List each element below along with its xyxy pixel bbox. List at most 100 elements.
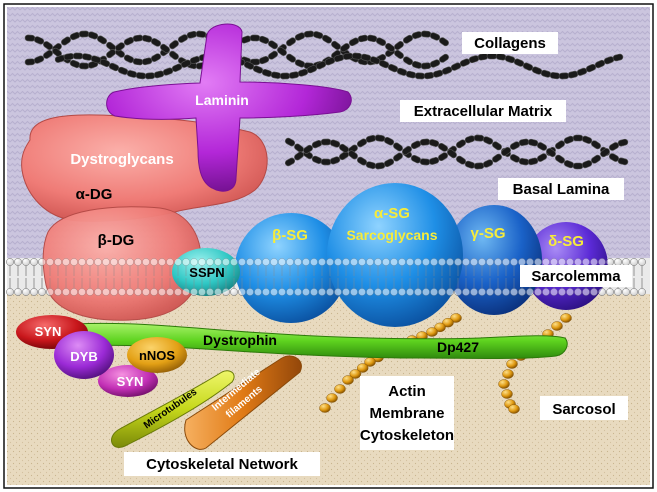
collagen-link [581,135,593,144]
collagen-link [249,34,261,42]
collagen-link [572,134,584,142]
collagen-link [279,72,291,80]
collagen-link [72,52,84,60]
actin-label-line1: Actin [388,383,426,400]
collagen-link [473,134,485,142]
alpha-sg-label: α-SG [374,205,410,222]
collagen-link [383,158,395,167]
collagen-link [419,158,431,166]
collagen-link [546,148,556,158]
collagen-link [420,30,432,38]
collagen-link [284,137,296,147]
collagen-link [303,30,315,38]
collagen-link [438,152,448,162]
collagen-link [106,49,116,59]
alpha-dg-label: α-DG [76,186,113,203]
collagen-link [144,72,156,80]
collagen-link [383,137,395,146]
collagen-link [482,136,494,145]
syn-top-label: SYN [35,324,62,339]
sarcolemma-label: Sarcolemma [531,268,621,285]
collagen-link [402,145,412,155]
collagen-link [536,142,548,151]
collagen-link [385,43,395,53]
basal-lamina-label-box [498,178,624,200]
intermediate-filaments-shape [184,355,302,450]
delta-sg-label: δ-SG [548,233,584,250]
gamma-sg-label: γ-SG [470,225,505,242]
collagen-link [555,140,565,150]
collagen-link [439,53,449,63]
collagen-link [374,134,386,142]
collagen-link [320,138,332,146]
collagen-link [24,34,36,42]
collagen-link [438,142,448,152]
collagen-link [331,40,341,50]
sarcolemma-label-box [520,265,632,287]
collagen-link [33,55,45,64]
collagen-link [33,36,45,45]
collagens-label: Collagens [474,35,546,52]
dystroglycans-label: Dystroglycans [70,151,173,168]
collagen-link [115,42,125,52]
gamma-sarcoglycan-shape [446,205,542,315]
collagen-link [320,158,332,166]
actin-bead [334,384,346,394]
collagen-link [286,37,296,47]
collagen-link [284,157,296,167]
sarcoglycans-label: Sarcoglycans [346,227,437,243]
collagen-link [492,153,502,163]
collagen-link [591,154,601,164]
actin-label-line3: Cytoskeleton [360,427,454,444]
ecm-label-box [400,100,566,122]
collagen-link [414,72,426,80]
collagen-link [420,62,432,70]
beta-dg-label: β-DG [98,232,135,249]
collagen-link [555,154,565,164]
microtubules-shape [111,370,235,448]
collagen-fibers-top [24,30,624,80]
collagen-link [375,37,387,46]
collagen-link [303,144,313,154]
collagen-link [536,153,548,162]
actin-bead [349,369,362,379]
collagen-link [612,53,624,62]
syntrophin-bottom-shape [98,365,158,397]
collagen-link [106,41,116,51]
collagen-link [268,40,278,50]
collagen-link [617,157,629,166]
collagen-link [294,151,304,161]
cytoskeletal-network-label: Cytoskeletal Network [146,456,298,473]
collagen-link [419,138,431,146]
actin-bead [506,359,518,369]
lipid-bilayer-overlay [6,258,646,296]
nnos-label: nNOS [139,348,175,363]
actin-bead [426,327,438,337]
sspn-label: SSPN [189,265,224,280]
collagen-link [150,38,162,47]
collagen-link [97,35,107,45]
collagen-link [558,72,570,80]
collagen-link [195,30,207,38]
collagen-link [429,59,441,68]
collagen-link [501,147,511,156]
dystrobrevin-shape [54,331,114,379]
sarcosol-label-box [540,396,628,420]
collagen-link [321,34,333,44]
actin-bead [502,369,514,379]
collagen-link [439,37,449,47]
actin-bead [319,403,331,413]
collagen-link [473,162,485,170]
collagen-link [277,46,287,56]
sarcosol-label: Sarcosol [552,401,615,418]
actin-bead [442,317,454,328]
collagen-link [591,140,601,150]
nnos-shape [127,337,187,373]
actin-bead [342,375,354,385]
collagen-link [429,32,441,41]
actin-bead [498,379,510,389]
actin-bead [501,389,513,399]
collagen-link [447,149,457,159]
collagen-fibers-middle [284,134,629,170]
